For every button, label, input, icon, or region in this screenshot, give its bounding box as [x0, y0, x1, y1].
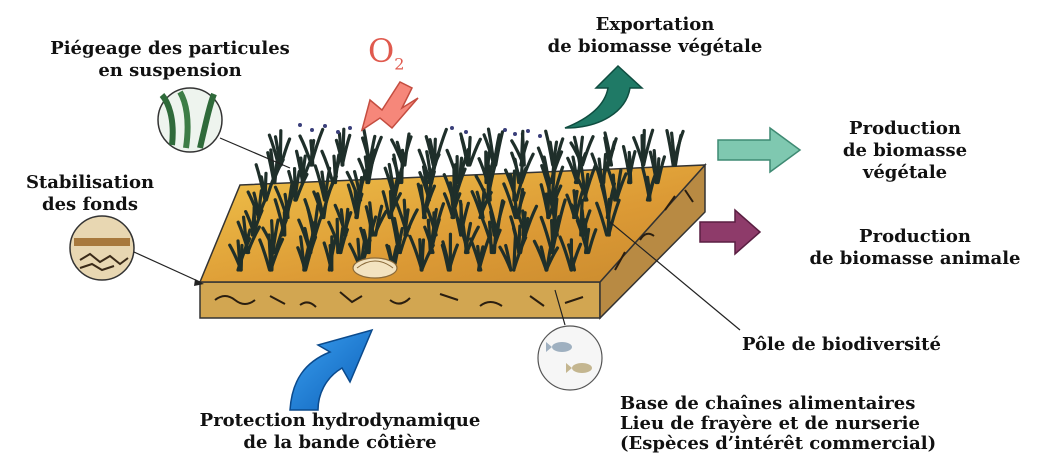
seagrass-tuft [634, 130, 653, 165]
production-vegetale-arrow [718, 128, 800, 172]
label-o2: O2 [368, 34, 404, 81]
seagrass-tuft [322, 151, 341, 182]
exportation-arrow [565, 66, 642, 128]
production-animale-arrow [700, 210, 760, 254]
sediment-front-face [200, 282, 600, 318]
seagrass-tuft [667, 131, 683, 165]
stabilisation-pointer [134, 252, 200, 282]
shell-icon [353, 258, 397, 278]
label-pole-biodiversite: Pôle de biodiversité [742, 334, 941, 356]
o2-arrow [362, 82, 418, 130]
fish-inset [538, 326, 602, 390]
suspended-particles [298, 123, 542, 138]
particle-trap-inset [158, 88, 222, 152]
protection-arrow [290, 330, 372, 410]
sediment-stabilisation-inset [70, 216, 134, 280]
